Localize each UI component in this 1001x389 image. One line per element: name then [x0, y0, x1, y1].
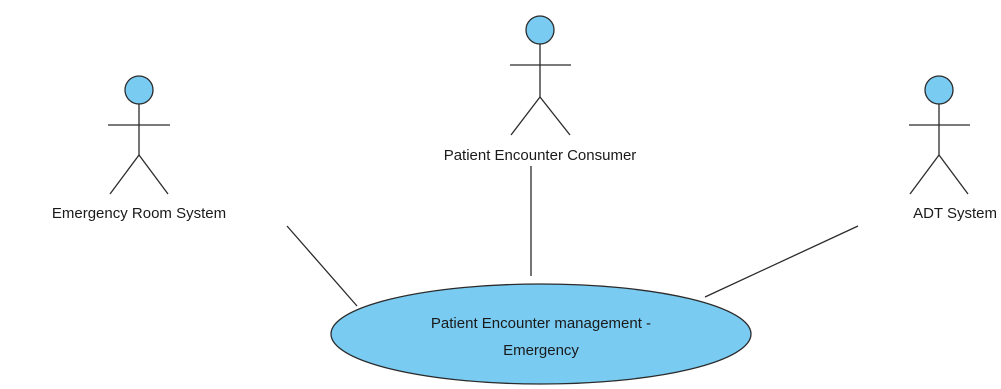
association-adt-system	[704, 225, 859, 298]
usecase-label-line2: Emergency	[503, 342, 579, 359]
actor-head	[924, 75, 954, 105]
actor-label: ADT System	[913, 205, 997, 222]
actor-head	[525, 15, 555, 45]
actor-label: Patient Encounter Consumer	[444, 147, 637, 164]
usecase-patient-encounter-management-emergency[interactable]: Patient Encounter management - Emergency	[330, 283, 752, 385]
actor-patient-encounter-consumer[interactable]: Patient Encounter Consumer	[444, 15, 637, 164]
usecase-label-line1: Patient Encounter management -	[431, 315, 651, 332]
actor-adt-system[interactable]: ADT System	[909, 75, 997, 222]
stick-figure-icon	[510, 15, 571, 136]
stick-figure-icon	[108, 75, 170, 195]
actor-label: Emergency Room System	[52, 205, 226, 222]
actor-emergency-room-system[interactable]: Emergency Room System	[52, 75, 226, 222]
stick-figure-icon	[909, 75, 970, 195]
usecase-ellipse	[330, 283, 752, 385]
actor-head	[124, 75, 154, 105]
association-emergency-room-system	[286, 225, 358, 307]
